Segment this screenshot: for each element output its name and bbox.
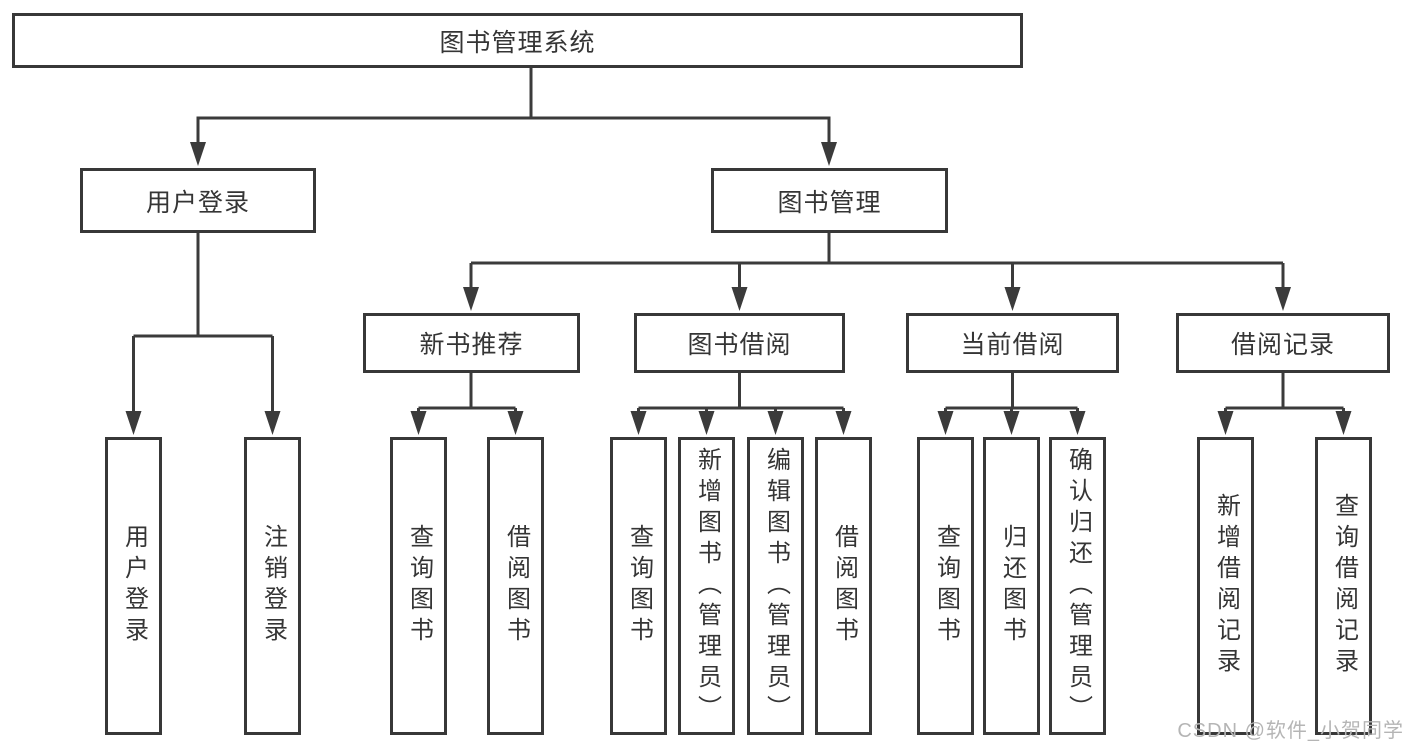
- leaf-label: 用户登录: [120, 524, 148, 648]
- leaf-user-login: 用户登录: [105, 437, 162, 735]
- leaf-query-borrow-record: 查询借阅记录: [1315, 437, 1372, 735]
- leaf-return-books: 归还图书: [983, 437, 1040, 735]
- leaf-label: 归还图书: [998, 524, 1026, 648]
- leaf-label: 查询图书: [405, 524, 433, 648]
- leaf-label: 查询图书: [625, 524, 653, 648]
- node-current-borrow: 当前借阅: [906, 313, 1119, 373]
- leaf-borrow-books-borrow: 借阅图书: [815, 437, 872, 735]
- leaf-edit-book-admin: 编辑图书（管理员）: [747, 437, 804, 735]
- node-book-borrow: 图书借阅: [634, 313, 845, 373]
- leaf-query-books-borrow: 查询图书: [610, 437, 667, 735]
- watermark: CSDN @软件_小贺同学: [1177, 720, 1404, 742]
- leaf-confirm-return-admin: 确认归还（管理员）: [1049, 437, 1106, 735]
- leaf-label: 注销登录: [259, 524, 287, 648]
- leaf-label: 查询借阅记录: [1330, 493, 1358, 679]
- leaf-borrow-books-recommend: 借阅图书: [487, 437, 544, 735]
- node-new-book-recommend: 新书推荐: [363, 313, 580, 373]
- leaf-label: 编辑图书（管理员）: [762, 446, 790, 726]
- leaf-label: 借阅图书: [830, 524, 858, 648]
- leaf-add-borrow-record: 新增借阅记录: [1197, 437, 1254, 735]
- leaf-label: 查询图书: [932, 524, 960, 648]
- leaf-query-books-current: 查询图书: [917, 437, 974, 735]
- leaf-logout: 注销登录: [244, 437, 301, 735]
- leaf-label: 借阅图书: [502, 524, 530, 648]
- leaf-add-book-admin: 新增图书（管理员）: [678, 437, 735, 735]
- node-borrow-record: 借阅记录: [1176, 313, 1390, 373]
- node-root: 图书管理系统: [12, 13, 1023, 68]
- leaf-label: 确认归还（管理员）: [1064, 446, 1092, 726]
- leaf-query-books-recommend: 查询图书: [390, 437, 447, 735]
- leaf-label: 新增图书（管理员）: [693, 446, 721, 726]
- leaf-label: 新增借阅记录: [1212, 493, 1240, 679]
- node-user-login: 用户登录: [80, 168, 316, 233]
- node-book-management: 图书管理: [711, 168, 948, 233]
